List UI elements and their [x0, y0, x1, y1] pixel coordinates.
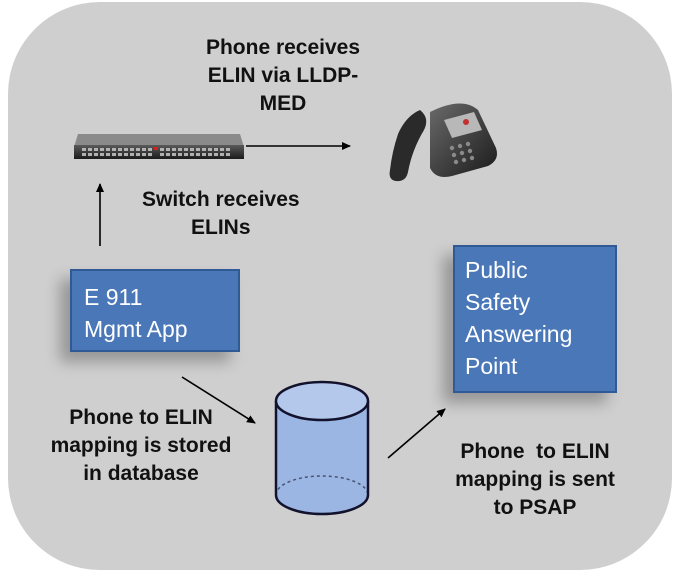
- switch-receives-elins-label: Switch receives ELINs: [142, 188, 300, 239]
- e911-mgmt-app-box: E 911 Mgmt App: [70, 269, 240, 352]
- phone-receives-elin-label: Phone receives ELIN via LLDP- MED: [205, 36, 361, 115]
- psap-box: Public Safety Answering Point: [453, 245, 617, 393]
- database-cylinder-icon: [274, 380, 370, 516]
- network-switch-icon: [74, 134, 244, 159]
- sent-to-psap-label: Phone to ELIN mapping is sent to PSAP: [455, 440, 615, 519]
- database-storage-label: Phone to ELIN mapping is stored in datab…: [50, 406, 232, 485]
- ip-phone-icon: [389, 103, 497, 182]
- mgmt-to-database-arrow: [181, 376, 256, 424]
- database-to-psap-arrow: [387, 408, 446, 459]
